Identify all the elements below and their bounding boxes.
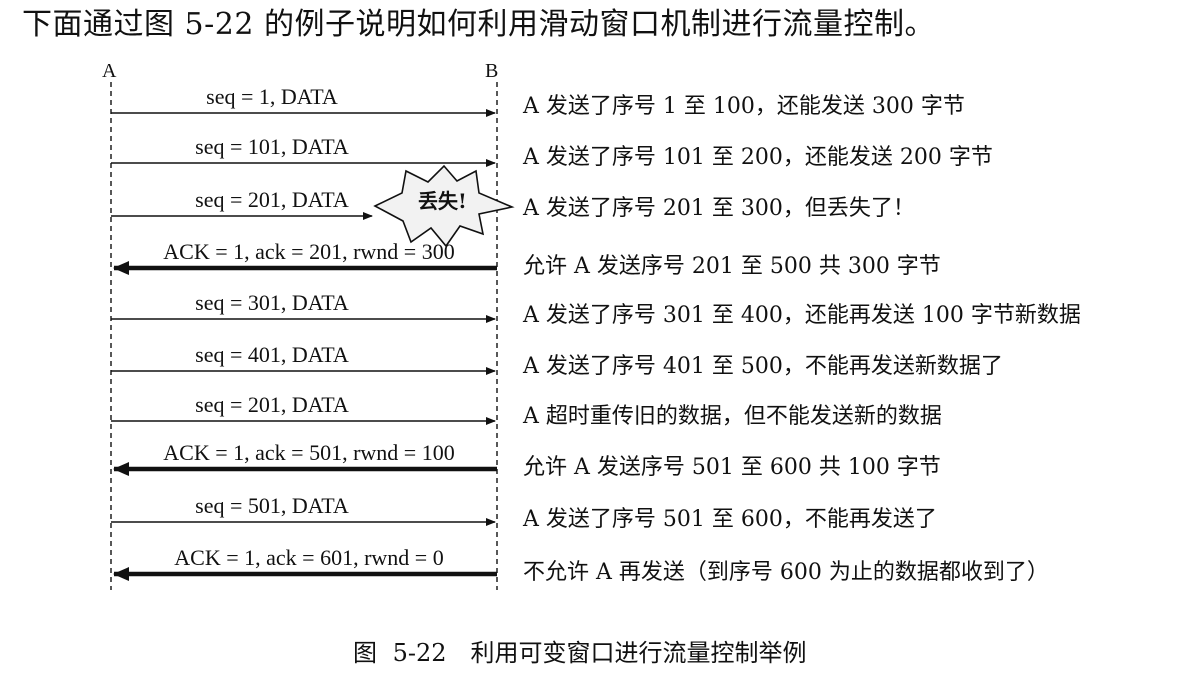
message-description: 允许 A 发送序号 501 至 600 共 100 字节 xyxy=(523,455,941,480)
endpoint-b-label: B xyxy=(485,60,499,82)
segment-label: seq = 101, DATA xyxy=(195,134,349,159)
segment-label: seq = 501, DATA xyxy=(195,493,349,518)
ack-label: ACK = 1, ack = 601, rwnd = 0 xyxy=(174,545,444,570)
message-description: 不允许 A 再发送（到序号 600 为止的数据都收到了） xyxy=(523,560,1049,585)
message-description: 允许 A 发送序号 201 至 500 共 300 字节 xyxy=(523,254,941,279)
segment-label: seq = 1, DATA xyxy=(206,84,338,109)
message-description: A 发送了序号 101 至 200，还能发送 200 字节 xyxy=(523,145,993,170)
segment-label: seq = 201, DATA xyxy=(195,392,349,417)
figure-caption: 图 5-22 利用可变窗口进行流量控制举例 xyxy=(353,639,807,667)
segment-label: seq = 201, DATA xyxy=(195,187,349,212)
intro-text: 下面通过图 5-22 的例子说明如何利用滑动窗口机制进行流量控制。 xyxy=(22,7,935,42)
message-description: A 超时重传旧的数据，但不能发送新的数据 xyxy=(523,404,942,429)
endpoint-a-label: A xyxy=(102,60,117,82)
loss-burst-icon xyxy=(373,164,515,248)
message-description: A 发送了序号 501 至 600，不能再发送了 xyxy=(523,507,937,532)
loss-label: 丢失! xyxy=(418,189,467,213)
ack-label: ACK = 1, ack = 201, rwnd = 300 xyxy=(163,239,455,264)
ack-label: ACK = 1, ack = 501, rwnd = 100 xyxy=(163,440,455,465)
segment-label: seq = 401, DATA xyxy=(195,342,349,367)
message-description: A 发送了序号 201 至 300，但丢失了！ xyxy=(523,196,915,221)
message-description: A 发送了序号 1 至 100，还能发送 300 字节 xyxy=(523,94,965,119)
message-description: A 发送了序号 301 至 400，还能再发送 100 字节新数据 xyxy=(523,303,1081,328)
message-description: A 发送了序号 401 至 500，不能再发送新数据了 xyxy=(523,354,1003,379)
segment-label: seq = 301, DATA xyxy=(195,290,349,315)
